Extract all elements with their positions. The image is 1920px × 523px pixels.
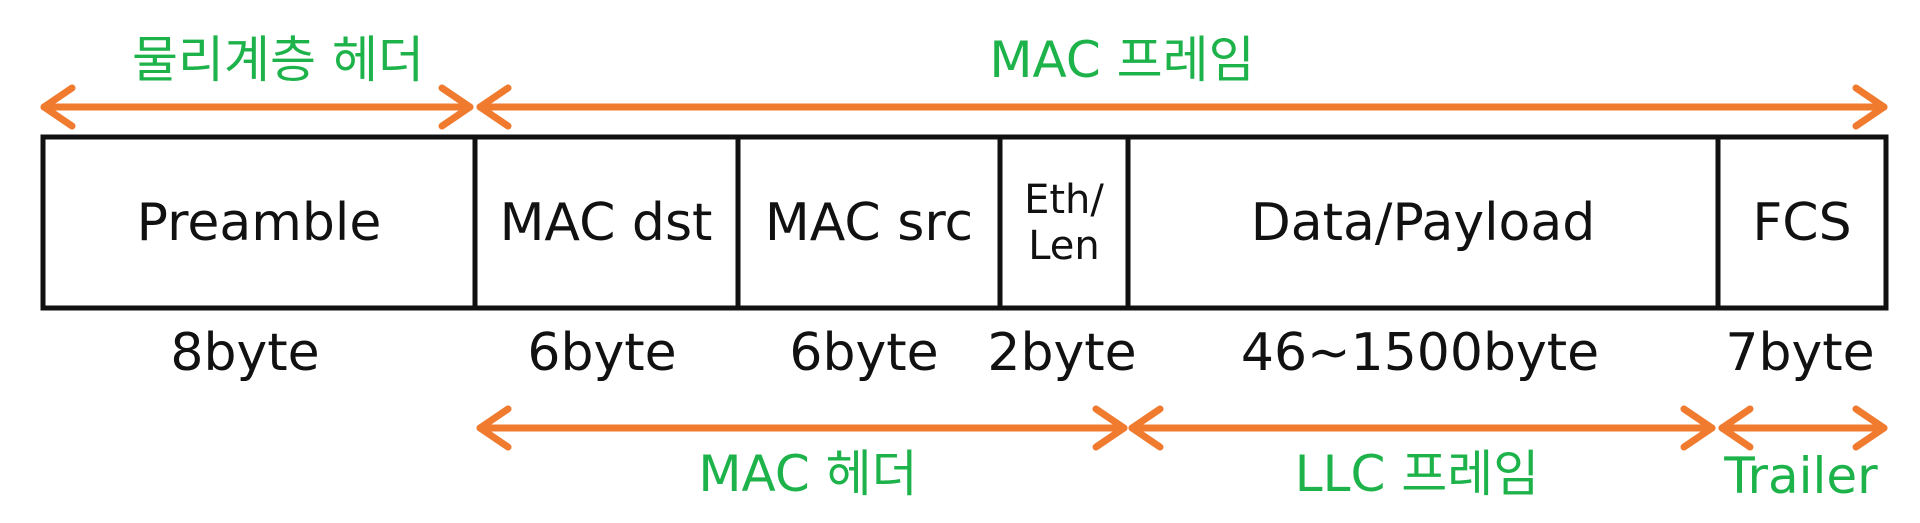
arrow-physical-header	[40, 84, 474, 130]
label-llc-frame: LLC 프레임	[1294, 445, 1540, 503]
arrow-mac-header	[476, 405, 1128, 451]
arrow-mac-frame	[476, 84, 1888, 130]
field-box-eth-len	[997, 134, 1131, 311]
field-size-preamble: 8byte	[170, 323, 320, 383]
field-name-eth-len-line2: Len	[1028, 223, 1100, 269]
field-name-data-payload: Data/Payload	[1250, 193, 1596, 253]
label-trailer: Trailer	[1724, 447, 1878, 505]
field-box-data-payload	[1125, 134, 1721, 311]
label-mac-header: MAC 헤더	[698, 445, 918, 503]
field-size-eth-len: 2byte	[987, 323, 1137, 383]
field-size-mac-dst: 6byte	[527, 323, 677, 383]
label-mac-frame: MAC 프레임	[989, 31, 1255, 89]
arrow-llc-frame	[1128, 405, 1716, 451]
field-name-eth-len-line1: Eth/	[1024, 177, 1104, 223]
frame-boxes	[40, 134, 1889, 311]
arrow-trailer	[1718, 405, 1888, 451]
field-name-eth-len: Eth/ Len	[1024, 177, 1104, 269]
field-box-fcs	[1715, 134, 1889, 311]
field-size-fcs: 7byte	[1725, 323, 1875, 383]
field-name-mac-dst: MAC dst	[499, 193, 713, 253]
field-size-data-payload: 46~1500byte	[1240, 323, 1600, 383]
field-name-fcs: FCS	[1752, 193, 1852, 253]
field-name-preamble: Preamble	[136, 193, 382, 253]
field-name-mac-src: MAC src	[764, 193, 974, 253]
field-box-preamble	[40, 134, 478, 311]
field-size-mac-src: 6byte	[789, 323, 939, 383]
label-physical-header: 물리계층 헤더	[132, 31, 424, 89]
